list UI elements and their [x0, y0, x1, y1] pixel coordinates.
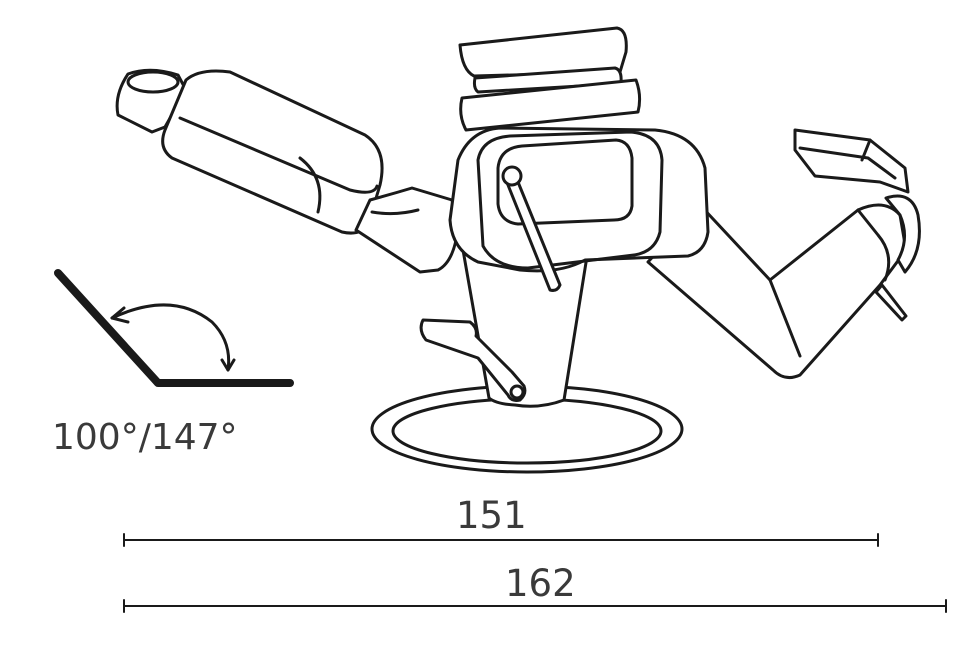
- dimension-label-151: 151: [456, 494, 527, 537]
- seat-body: [448, 126, 710, 273]
- dimension-line-162: [123, 599, 947, 613]
- recline-angle-symbol: [54, 269, 294, 387]
- recline-angle-label: 100°/147°: [52, 417, 238, 458]
- dimension-label-162: 162: [505, 562, 576, 605]
- foot-pedal: [419, 318, 527, 402]
- footrest: [793, 128, 910, 194]
- chair-pedestal: [461, 248, 590, 408]
- leg-rest: [646, 194, 921, 380]
- armrest: [458, 26, 642, 132]
- recline-lever: [501, 165, 562, 292]
- backrest-arm: [354, 186, 460, 274]
- backrest: [161, 69, 384, 235]
- dimension-line-151: [123, 533, 879, 547]
